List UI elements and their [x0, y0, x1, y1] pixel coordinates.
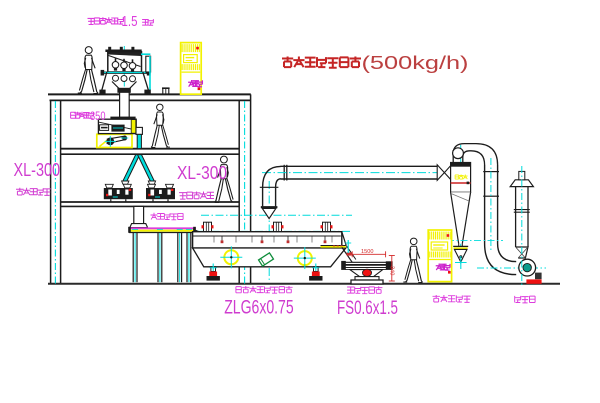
svg-text:XL-300: XL-300	[177, 162, 227, 183]
svg-text:(500kg/h): (500kg/h)	[362, 53, 469, 73]
svg-text:350: 350	[90, 109, 106, 123]
svg-text:FS0.6x1.5: FS0.6x1.5	[337, 297, 398, 319]
svg-text:ZLG6x0.75: ZLG6x0.75	[224, 297, 294, 319]
svg-text:1500: 1500	[361, 249, 373, 255]
svg-text:1.5: 1.5	[122, 14, 138, 30]
svg-text:XL-300: XL-300	[14, 159, 61, 180]
svg-text:340: 340	[389, 266, 395, 275]
